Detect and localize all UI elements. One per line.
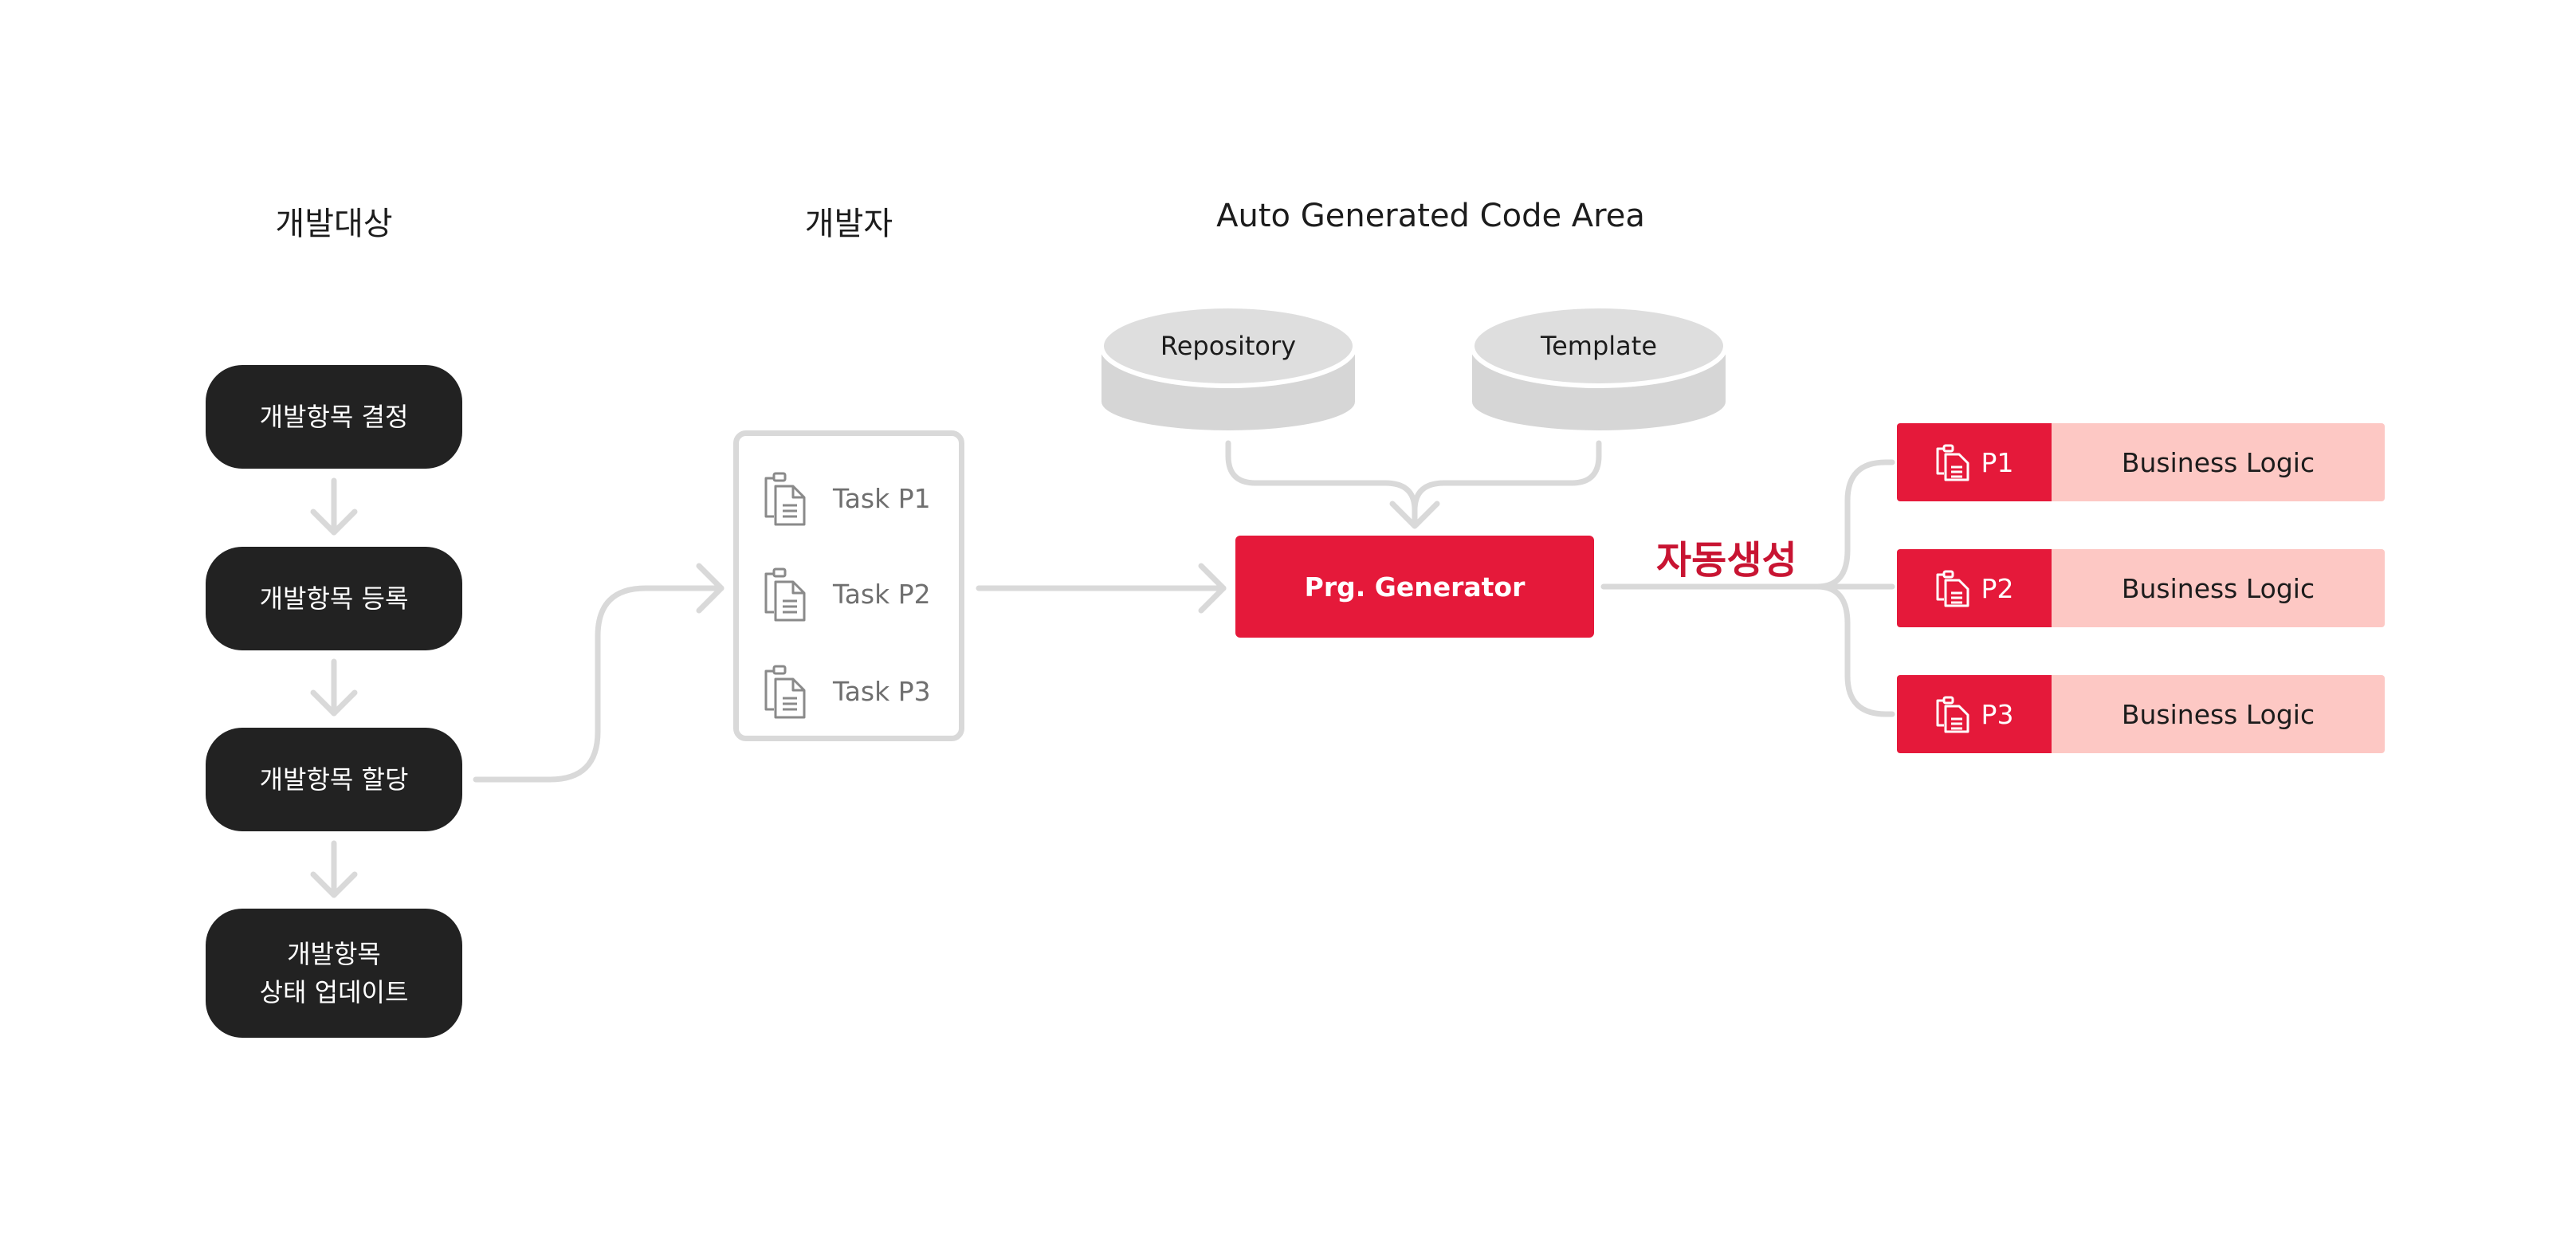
step-register: 개발항목 등록 xyxy=(206,547,462,650)
output-id-label-p3: P3 xyxy=(1981,698,2014,730)
repository-connector xyxy=(1225,440,1418,526)
task-item-p3: Task P3 xyxy=(763,659,931,723)
template-db xyxy=(1470,304,1728,430)
output-id-p3: P3 xyxy=(1897,675,2052,753)
step-assign: 개발항목 할당 xyxy=(206,728,462,831)
program-generator-label: Prg. Generator xyxy=(1304,571,1526,603)
output-id-p2: P2 xyxy=(1897,549,2052,627)
branch-p3 xyxy=(1814,583,1895,717)
clipboard-icon xyxy=(1936,444,1969,481)
output-row-p2: P2 Business Logic xyxy=(1897,549,2385,627)
step-register-label: 개발항목 등록 xyxy=(259,583,409,614)
step-assign-label: 개발항목 할당 xyxy=(259,764,409,795)
program-generator: Prg. Generator xyxy=(1235,536,1594,638)
template-connector xyxy=(1412,440,1602,526)
task-label-p2: Task P2 xyxy=(833,578,931,610)
repository-label: Repository xyxy=(1160,331,1297,361)
step-decide-label: 개발항목 결정 xyxy=(259,402,409,432)
output-row-p1: P1 Business Logic xyxy=(1897,423,2385,501)
step-arrow-1 xyxy=(310,477,358,536)
output-logic-p3: Business Logic xyxy=(2052,675,2385,753)
step-arrow-3 xyxy=(310,840,358,898)
output-logic-p2: Business Logic xyxy=(2052,549,2385,627)
task-item-p1: Task P1 xyxy=(763,466,931,530)
clipboard-icon xyxy=(1936,696,1969,733)
task-list: Task P1 Task P2 Task P3 xyxy=(733,430,964,741)
template-label: Template xyxy=(1540,331,1658,361)
heading-auto-area: Auto Generated Code Area xyxy=(1216,198,1645,234)
step-arrow-2 xyxy=(310,658,358,717)
heading-dev-target: 개발대상 xyxy=(275,206,393,242)
step-decide: 개발항목 결정 xyxy=(206,365,462,469)
task-item-p2: Task P2 xyxy=(763,562,931,626)
task-label-p3: Task P3 xyxy=(833,675,931,707)
assign-connector xyxy=(473,585,724,783)
task-label-p1: Task P1 xyxy=(833,482,931,514)
output-row-p3: P3 Business Logic xyxy=(1897,675,2385,753)
output-id-p1: P1 xyxy=(1897,423,2052,501)
output-id-label-p1: P1 xyxy=(1981,446,2014,478)
branch-p1 xyxy=(1814,459,1895,590)
step-update-label-line2: 상태 업데이트 xyxy=(259,977,409,1007)
clipboard-icon xyxy=(764,472,806,526)
heading-developer: 개발자 xyxy=(804,206,893,242)
clipboard-icon xyxy=(764,665,806,719)
repository-db xyxy=(1099,304,1357,430)
output-id-label-p2: P2 xyxy=(1981,572,2014,604)
auto-generate-label: 자동생성 xyxy=(1656,538,1797,583)
output-logic-p1: Business Logic xyxy=(2052,423,2385,501)
clipboard-icon xyxy=(1936,570,1969,607)
clipboard-icon xyxy=(764,567,806,622)
step-update: 개발항목 상태 업데이트 xyxy=(206,909,462,1038)
step-update-label-line1: 개발항목 xyxy=(287,939,381,969)
